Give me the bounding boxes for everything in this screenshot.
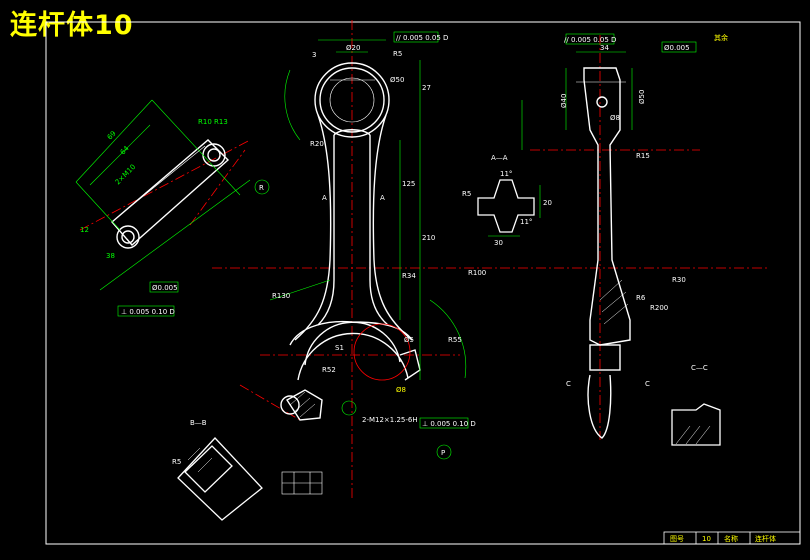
- label-aa-angle-bottom: 11°: [520, 218, 532, 226]
- label-r100: R100: [468, 269, 486, 277]
- left-view: [111, 139, 230, 249]
- main-view: [280, 62, 421, 421]
- label-3: 3: [312, 51, 316, 59]
- right-view-hatch: [599, 279, 629, 325]
- label-thread: 2-M12×1.25-6H: [362, 416, 418, 424]
- section-b-b: [177, 437, 263, 521]
- label-phi40: Ø40: [560, 94, 568, 108]
- label-left-flatness: Ø0.005: [152, 284, 178, 292]
- section-b-b-hatch: [187, 447, 213, 473]
- label-r6: R6: [636, 294, 646, 302]
- label-a-right: A: [380, 194, 385, 202]
- label-r55: R55: [448, 336, 462, 344]
- label-2m10: 2×M10: [114, 163, 138, 187]
- label-69: 69: [106, 129, 118, 141]
- section-a-a-dims: [488, 185, 541, 237]
- title-block-name: 连杆体: [755, 534, 776, 543]
- left-tolerance-box: ⊥ 0.005 0.10 D: [121, 308, 175, 316]
- label-aa-r5: R5: [462, 190, 471, 198]
- section-c-c-hatch: [675, 425, 711, 445]
- label-phi50: Ø50: [390, 76, 404, 84]
- label-r34: R34: [402, 272, 416, 280]
- label-r52: R52: [322, 366, 336, 374]
- label-right-phi50: Ø50: [638, 90, 646, 104]
- label-aa-angle-top: 11°: [500, 170, 512, 178]
- label-rough-mark: 其余: [714, 33, 728, 42]
- label-section-aa: A—A: [491, 154, 508, 162]
- label-r130: R130: [272, 292, 290, 300]
- label-125: 125: [402, 180, 415, 188]
- right-tolerance-box: // 0.005 0.05 D: [564, 36, 616, 44]
- label-r20: R20: [310, 140, 324, 148]
- label-phi5: Ø5: [404, 336, 414, 344]
- label-section-bb: B—B: [190, 419, 207, 427]
- title-block-drawing-no-label: 图号: [670, 535, 684, 543]
- label-210: 210: [422, 234, 435, 242]
- bottom-tolerance-box: ⊥ 0.005 0.10 D: [422, 420, 476, 428]
- label-bb-r5: R5: [172, 458, 181, 466]
- main-view-hatch: [289, 391, 316, 418]
- centerlines: [79, 20, 770, 500]
- gear-tolerance-table: [281, 471, 323, 495]
- label-r200: R200: [650, 304, 668, 312]
- label-34: 34: [600, 44, 609, 52]
- label-r13: R13: [214, 118, 228, 126]
- label-r15: R15: [636, 152, 650, 160]
- label-r5: R5: [393, 50, 402, 58]
- label-s1: S1: [335, 344, 344, 352]
- label-aa-30: 30: [494, 239, 503, 247]
- label-r30: R30: [672, 276, 686, 284]
- label-c-right: C: [645, 380, 650, 388]
- title-block-drawing-no: 10: [702, 535, 711, 543]
- label-a-left: A: [322, 194, 327, 202]
- right-view-dims: [521, 33, 697, 150]
- main-view-dims: [269, 31, 469, 460]
- title-block: [663, 531, 801, 545]
- section-a-a: [477, 179, 535, 233]
- label-12: 12: [80, 226, 89, 234]
- label-phi8: Ø8: [396, 386, 406, 394]
- label-right-flatness: Ø0.005: [664, 44, 690, 52]
- label-r10: R10: [198, 118, 212, 126]
- section-c-c: [671, 403, 721, 446]
- label-aa-20: 20: [543, 199, 552, 207]
- label-c-left: C: [566, 380, 571, 388]
- label-section-cc: C—C: [691, 364, 708, 372]
- outer-frame: [45, 21, 801, 545]
- drawing-title: 连杆体10: [10, 10, 134, 41]
- top-tolerance-box: // 0.005 0.05 D: [396, 34, 448, 42]
- label-right-phi8: Ø8: [610, 114, 620, 122]
- left-view-dims: [75, 99, 270, 317]
- label-27: 27: [422, 84, 431, 92]
- label-p: P: [441, 449, 445, 457]
- label-38: 38: [106, 252, 115, 260]
- right-view: [576, 67, 631, 439]
- title-block-name-label: 名称: [724, 534, 738, 543]
- label-r-circle: R: [259, 184, 264, 192]
- label-phi20: Ø20: [346, 44, 360, 52]
